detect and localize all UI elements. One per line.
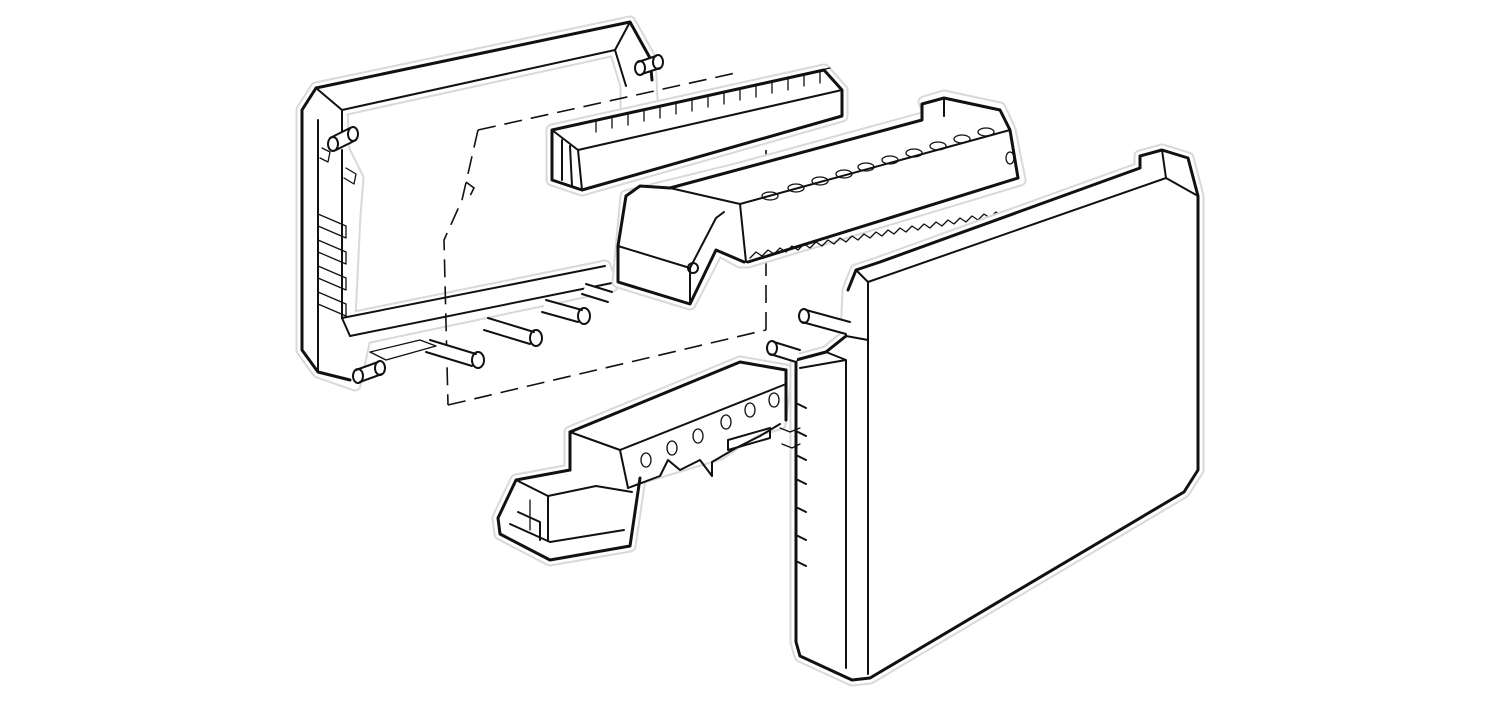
din-clip-holes	[640, 392, 780, 468]
rear-housing-shell	[295, 15, 659, 392]
contact-pin-2	[483, 317, 543, 347]
pin-header-teeth	[595, 70, 821, 133]
rear-shell-pin-bottom	[352, 360, 386, 384]
rear-shell-pin-top	[634, 54, 664, 76]
front-cover	[789, 143, 1205, 687]
contact-pin-1	[425, 339, 485, 369]
pin-header-connector	[545, 63, 849, 197]
din-rail-clip	[491, 355, 793, 567]
rear-shell-pin-upper-left	[327, 126, 359, 152]
cover-side-slots	[797, 403, 807, 567]
terminal-serration	[749, 209, 1009, 259]
terminal-block	[611, 89, 1027, 311]
clip-latch-tabs	[779, 427, 801, 449]
pin-strip-base	[369, 339, 437, 361]
front-cover-pin-lower	[766, 340, 801, 363]
contact-pin-4	[581, 283, 613, 303]
contact-pin-row	[369, 283, 613, 369]
contact-pin-3	[541, 299, 591, 325]
terminal-screw-holes	[761, 127, 995, 201]
front-cover-pin-upper	[798, 308, 851, 335]
